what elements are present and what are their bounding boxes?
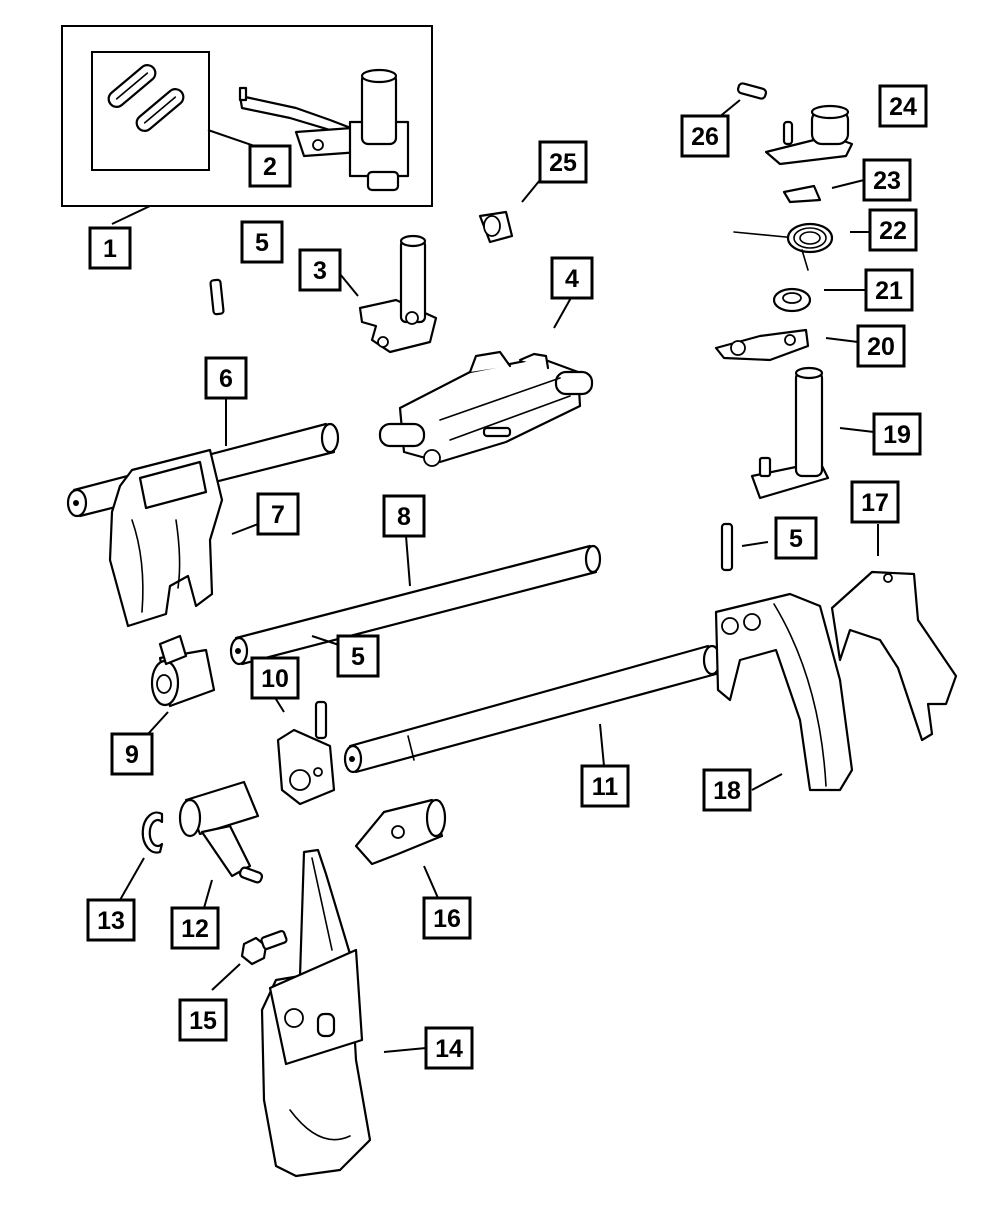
- callout-9-label: 9: [125, 741, 139, 769]
- shift-fork-part-18: [714, 592, 854, 792]
- callout-14-label: 14: [435, 1035, 463, 1063]
- callout-26: 26: [680, 114, 730, 158]
- callout-17-label: 17: [861, 489, 889, 517]
- clip-part-25: [478, 210, 514, 244]
- callout-19: 19: [872, 412, 922, 456]
- callout-11-label: 11: [592, 773, 619, 801]
- callout-8-label: 8: [397, 503, 411, 531]
- callout-15: 15: [178, 998, 228, 1042]
- callout-21: 21: [864, 268, 914, 312]
- callout-17: 17: [850, 480, 900, 524]
- leader-lines: [111, 99, 879, 1053]
- callout-24-label: 24: [889, 93, 917, 121]
- bushing-part-21: [772, 287, 812, 313]
- callout-6-label: 6: [219, 365, 233, 393]
- shift-lever-part-12: [178, 780, 264, 884]
- callout-8: 8: [382, 494, 426, 538]
- shift-rail-part-8: [229, 544, 602, 666]
- shift-fork-part-7: [108, 448, 224, 628]
- callout-5b-label: 5: [789, 525, 803, 553]
- interlock-block-part-10: [276, 700, 336, 806]
- shift-fork-part-17: [830, 570, 958, 742]
- shift-kit-assembly-box: [61, 25, 433, 207]
- bolt-part-15: [240, 930, 288, 966]
- snap-ring-part-13: [141, 811, 164, 854]
- callout-20: 20: [856, 324, 906, 368]
- callout-23-label: 23: [873, 167, 901, 195]
- pin-part-26: [736, 82, 768, 100]
- top-plate-part-24: [764, 104, 854, 166]
- roll-pin-pair-icon: [107, 64, 185, 132]
- callout-7: 7: [256, 492, 300, 536]
- callout-21-label: 21: [875, 277, 903, 305]
- callout-18-label: 18: [713, 777, 741, 805]
- callout-26-label: 26: [691, 123, 719, 151]
- selector-shaft-part-3: [358, 234, 438, 354]
- callout-19-label: 19: [883, 421, 911, 449]
- shift-fork-part-14: [260, 848, 372, 1178]
- interlock-assembly-part-4: [378, 350, 594, 467]
- callout-3: 3: [298, 248, 342, 292]
- callout-15-label: 15: [189, 1007, 217, 1035]
- callout-9: 9: [110, 732, 154, 776]
- callout-16: 16: [422, 896, 472, 940]
- callout-5b: 5: [774, 516, 818, 560]
- callout-12-label: 12: [181, 915, 209, 943]
- callout-13-label: 13: [97, 907, 125, 935]
- collar-part-9: [150, 634, 216, 708]
- callout-5c: 5: [336, 634, 380, 678]
- roll-pin-part-5a: [209, 278, 225, 316]
- gasket-part-20: [714, 328, 810, 362]
- callout-10: 10: [250, 656, 300, 700]
- callout-23: 23: [862, 158, 912, 202]
- callout-14: 14: [424, 1026, 474, 1070]
- callout-5a: 5: [240, 220, 284, 264]
- callout-16-label: 16: [433, 905, 461, 933]
- callout-7-label: 7: [271, 501, 285, 529]
- callout-25-label: 25: [549, 149, 577, 177]
- callout-12: 12: [170, 906, 220, 950]
- callout-20-label: 20: [867, 333, 895, 361]
- callout-5a-label: 5: [255, 229, 269, 257]
- selector-shaft-part-19: [750, 366, 830, 500]
- callout-4: 4: [550, 256, 594, 300]
- shift-lug-part-16: [354, 798, 447, 866]
- callout-6: 6: [204, 356, 248, 400]
- callout-18: 18: [702, 768, 752, 812]
- callout-3-label: 3: [313, 257, 327, 285]
- callout-1: 1: [88, 226, 132, 270]
- shift-lever-part-2: [238, 68, 410, 192]
- callout-2-label: 2: [263, 153, 277, 181]
- callout-10-label: 10: [261, 665, 289, 693]
- callout-22-label: 22: [879, 217, 907, 245]
- callout-4-label: 4: [565, 265, 579, 293]
- wedge-part-23: [782, 184, 822, 204]
- callout-13: 13: [86, 898, 136, 942]
- roll-pin-part-5b: [720, 522, 734, 572]
- callout-22: 22: [868, 208, 918, 252]
- callout-11: 11: [580, 764, 630, 808]
- callout-25: 25: [538, 140, 588, 184]
- callout-24: 24: [878, 84, 928, 128]
- callout-2: 2: [248, 144, 292, 188]
- callout-5c-label: 5: [351, 643, 365, 671]
- shift-rail-part-11: [343, 644, 722, 774]
- spring-part-22: [733, 222, 834, 271]
- callout-1-label: 1: [103, 235, 117, 263]
